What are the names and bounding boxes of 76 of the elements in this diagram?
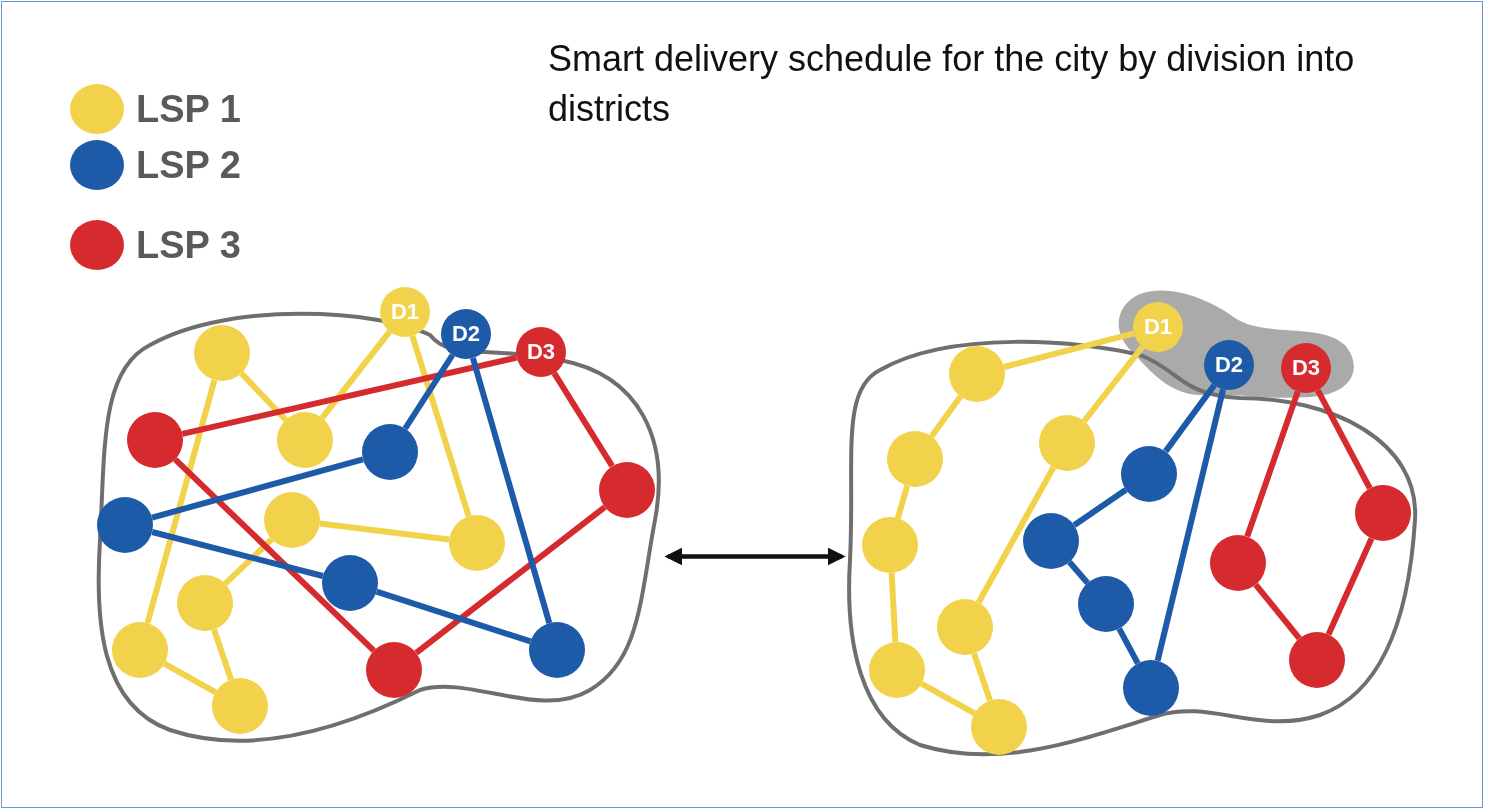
stop-circle <box>1355 485 1411 541</box>
route-line <box>151 529 324 579</box>
stop-circle <box>529 622 585 678</box>
stop-circle <box>869 642 925 698</box>
legend-label: LSP 3 <box>136 224 241 266</box>
route-line <box>239 371 288 422</box>
stop-circle <box>1123 660 1179 716</box>
stop-circle <box>112 622 168 678</box>
route-line <box>975 466 1057 604</box>
route-line <box>929 394 963 439</box>
stop-circle <box>937 599 993 655</box>
stop-circle <box>194 325 250 381</box>
title: Smart delivery schedule for the city by division into districts <box>548 37 1356 131</box>
route-line <box>151 456 364 521</box>
stop-circle <box>212 678 268 734</box>
stop-circle <box>362 424 418 480</box>
stop-circle <box>599 462 655 518</box>
route-line <box>1253 582 1302 641</box>
route-line <box>1325 537 1375 636</box>
depot-label: D2 <box>451 322 481 346</box>
stop-circle <box>1121 446 1177 502</box>
route-line <box>414 504 607 656</box>
route-line <box>1315 388 1373 490</box>
route-line <box>1072 487 1128 528</box>
depot-label: D1 <box>390 300 420 324</box>
stop-circle <box>97 497 153 553</box>
route-line <box>319 520 450 543</box>
double-arrow <box>664 547 846 566</box>
depot-label: D3 <box>1291 356 1321 380</box>
stop-circle <box>127 412 183 468</box>
route-line <box>551 371 615 468</box>
depot-label: D1 <box>1143 315 1173 339</box>
depot-label: D3 <box>526 340 556 364</box>
stop-circle <box>277 412 333 468</box>
route-line <box>173 457 376 653</box>
route-line <box>919 681 977 716</box>
stop-circle <box>449 515 505 571</box>
route-line <box>1154 388 1226 662</box>
stop-circle <box>366 642 422 698</box>
route-line <box>1163 383 1217 454</box>
legend-label: LSP 1 <box>136 88 241 130</box>
stop-circle <box>322 555 378 611</box>
route-line <box>971 652 993 702</box>
route-line <box>223 537 274 586</box>
route-line <box>1116 627 1141 665</box>
route-line <box>894 485 911 519</box>
stop-circle <box>177 575 233 631</box>
route-line <box>211 628 234 681</box>
route-line <box>1081 344 1145 423</box>
stop-circle <box>971 699 1027 755</box>
stop-circle <box>949 346 1005 402</box>
route-line <box>1003 330 1135 370</box>
route-line <box>402 353 456 431</box>
depot-circle <box>380 287 430 337</box>
route-line <box>319 329 392 420</box>
legend-label: LSP 2 <box>136 144 241 186</box>
stop-circle <box>264 492 320 548</box>
route-line <box>409 335 472 518</box>
stop-circle <box>1210 535 1266 591</box>
depot-circle <box>516 327 566 377</box>
route-line <box>162 661 218 695</box>
stop-circle <box>1289 632 1345 688</box>
stop-circle <box>1023 513 1079 569</box>
route-line <box>888 572 899 643</box>
route-line <box>375 588 532 645</box>
stop-circle <box>862 517 918 573</box>
route-line <box>1244 390 1301 538</box>
stop-circle <box>1078 576 1134 632</box>
route-line <box>470 357 553 624</box>
route-line <box>181 354 518 437</box>
route-line <box>144 379 218 624</box>
stop-circle <box>1039 415 1095 471</box>
route-line <box>1067 560 1090 585</box>
depot-label: D2 <box>1214 353 1244 377</box>
depot-circle <box>441 309 491 359</box>
stop-circle <box>887 431 943 487</box>
